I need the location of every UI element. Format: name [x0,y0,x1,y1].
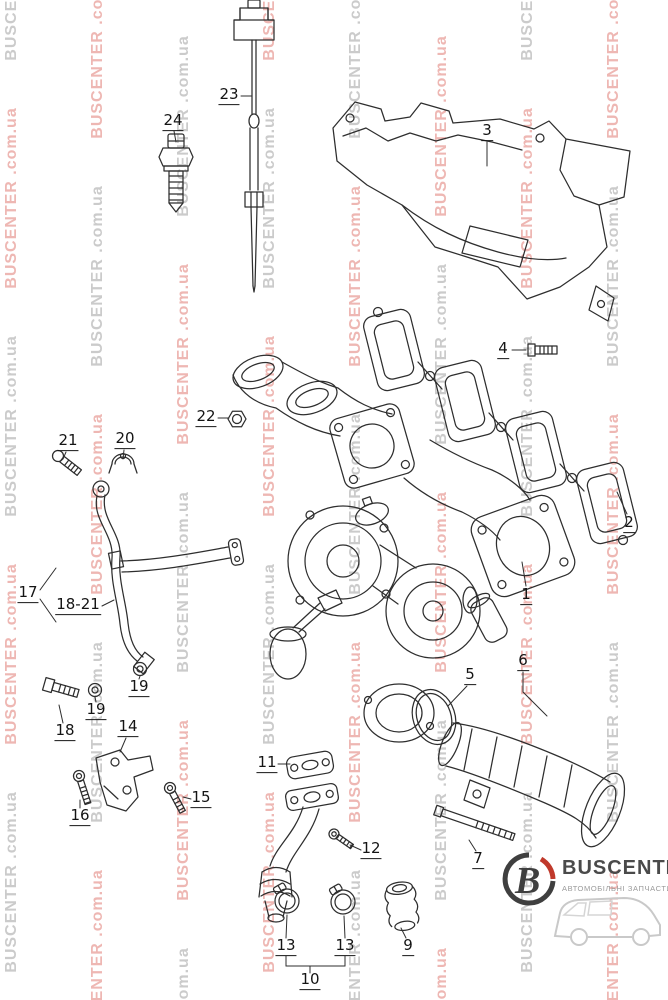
hose-connector-part-9 [384,881,420,932]
part-number-23[interactable]: 23 [218,85,240,105]
banjo-bolt-part-21 [51,449,83,477]
part-number-13b[interactable]: 13 [334,936,356,956]
part-number-19b[interactable]: 19 [128,677,150,697]
part-number-12[interactable]: 12 [360,839,382,859]
part-number-2[interactable]: 2 [623,513,635,533]
pressure-pipe-part-6 [438,721,626,848]
leader-line-17 [39,567,57,591]
nut-part-22 [227,410,247,428]
leader-line-14 [119,737,127,753]
buscenter-logo: B BUSCENTER АВТОМОБІЛЬНІ ЗАПЧАСТИНИ [498,843,668,973]
bolt-part-12 [328,828,355,850]
exhaust-gasket-part-2 [363,306,638,546]
leader-line-19a [94,696,97,703]
part-number-14[interactable]: 14 [117,717,139,737]
part-number-21[interactable]: 21 [57,431,79,451]
bracket-part-14 [95,749,154,812]
part-number-1[interactable]: 1 [520,585,532,605]
part-number-6[interactable]: 6 [517,651,529,671]
leader-lines [39,95,628,974]
banjo-bolt-part-18 [41,676,80,698]
leader-line-6 [522,691,548,717]
part-number-3[interactable]: 3 [481,121,493,141]
logo-brand-text: BUSCENTER [562,857,668,879]
part-number-22[interactable]: 22 [195,407,217,427]
part-number-24[interactable]: 24 [162,111,184,131]
leader-line-18-21 [101,599,115,607]
part-number-18[interactable]: 18 [54,721,76,741]
turbocharger-assembly [269,496,508,743]
stud-bolt-part-7 [433,804,516,842]
leader-line-5 [447,685,468,707]
leader-line-24 [173,130,177,143]
part-number-18-21[interactable]: 18-21 [55,595,101,615]
buscenter-logo-icon: B [502,852,556,906]
o-ring-part-5 [411,688,457,746]
part-number-16[interactable]: 16 [69,806,91,826]
bolt-part-15 [163,781,186,814]
exhaust-manifold-part-1 [232,354,576,598]
part-number-7[interactable]: 7 [472,849,484,869]
leader-line-19b [138,675,141,680]
oil-supply-pipe-part-18-21 [92,480,245,675]
leader-line-21 [62,451,67,460]
leader-line-1 [521,561,527,587]
part-number-13a[interactable]: 13 [275,936,297,956]
hose-clamp-part-13a [272,882,300,914]
leader-line-13a [285,914,288,939]
temperature-sensor-part-24 [158,133,194,213]
leader-line-18 [58,704,64,724]
part-number-4[interactable]: 4 [497,339,509,359]
part-number-17[interactable]: 17 [17,583,39,603]
leader-line-15 [182,796,192,800]
logo-tagline: АВТОМОБІЛЬНІ ЗАПЧАСТИНИ [562,884,668,893]
part-number-9[interactable]: 9 [402,936,414,956]
van-sketch-icon [553,896,661,946]
part-number-11[interactable]: 11 [256,753,278,773]
leader-line-2 [616,491,628,515]
gasket-part-11 [285,750,335,780]
part-number-15[interactable]: 15 [190,788,212,808]
oil-return-pipe-part-10 [258,782,340,923]
bolt-part-16 [72,769,92,806]
clamp-part-20 [108,452,138,474]
leader-line-7 [468,839,477,852]
washer-part-19a [87,682,103,698]
leader-line-13b [343,915,346,939]
bolt-part-4 [527,343,558,357]
leader-line-12 [349,844,362,851]
part-number-19a[interactable]: 19 [85,700,107,720]
leader-line-9 [400,927,407,939]
part-number-5[interactable]: 5 [464,665,476,685]
svg-text:B: B [514,860,540,902]
part-number-20[interactable]: 20 [114,429,136,449]
oil-probe-sensor-part-23 [233,0,275,293]
leader-line-17 [39,598,57,623]
hose-clamp-part-13b [328,883,356,915]
leader-line-20 [122,449,125,460]
part-number-10[interactable]: 10 [299,970,321,990]
